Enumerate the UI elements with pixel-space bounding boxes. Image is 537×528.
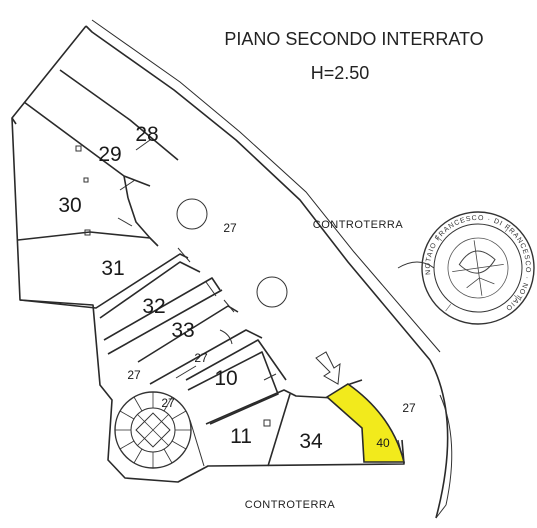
column-marker-icon	[83, 177, 89, 183]
controterra-bottom-label: CONTROTERRA	[245, 499, 336, 511]
entry-arrow-icon	[315, 351, 341, 385]
unit-40-label: 40	[376, 436, 390, 450]
column-marker-icon	[75, 145, 82, 152]
pillar-icon	[176, 198, 208, 230]
unit-10-label: 10	[214, 367, 237, 390]
outer-walls	[11, 19, 453, 519]
unit-32-label: 32	[142, 295, 165, 318]
notary-seal-icon: NOTAIO FRANCESCO · DI FRANCESCO · NOTAIO	[418, 208, 537, 325]
partitions-upper	[11, 69, 191, 309]
unit-28-label: 28	[135, 123, 158, 146]
unit-33-label: 33	[171, 319, 194, 342]
unit-27-main-label: 27	[223, 221, 237, 235]
stairwell-icon	[114, 391, 192, 469]
unit-27-small-label: 27	[194, 351, 208, 365]
unit-31-label: 31	[101, 257, 124, 280]
pillar-icon	[256, 276, 288, 308]
unit-40-highlight	[325, 383, 406, 463]
unit-29-label: 29	[98, 143, 121, 166]
unit-30-label: 30	[58, 194, 81, 217]
unit-34-label: 34	[299, 430, 323, 453]
unit-11-label: 11	[230, 425, 252, 448]
controterra-right-label: CONTROTERRA	[313, 219, 404, 231]
partitions-middle	[99, 261, 363, 467]
plan-title: PIANO SECONDO INTERRATO	[224, 29, 483, 49]
unit-27-right-label: 27	[402, 401, 416, 415]
unit-27-stair-label: 27	[161, 396, 175, 410]
height-label: H=2.50	[311, 63, 370, 83]
unit-27-left-label: 27	[127, 368, 141, 382]
column-marker-icon	[84, 229, 91, 236]
column-marker-icon	[263, 419, 271, 427]
signature-stroke	[397, 261, 435, 269]
